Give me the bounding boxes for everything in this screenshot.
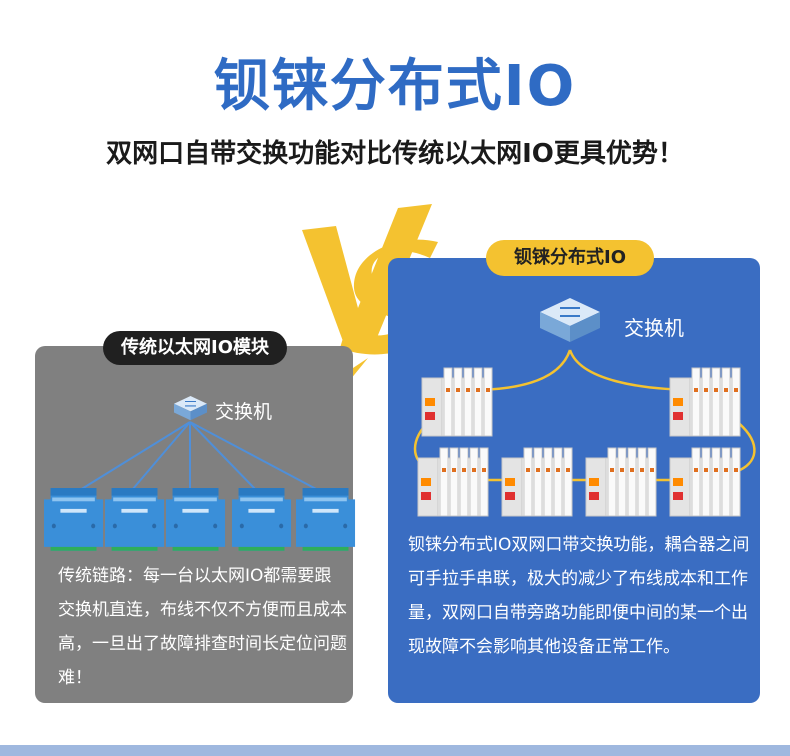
- bottom-bar: [0, 745, 790, 756]
- traditional-io-description: 传统链路：每一台以太网IO都需要跟交换机直连，布线不仅不方便而且成本高，一旦出了…: [58, 566, 347, 688]
- page-title: 钡铼分布式IO: [213, 54, 577, 119]
- distributed-io-description: 钡铼分布式IO双网口带交换功能，耦合器之间可手拉手串联，极大的减少了布线成本和工…: [408, 535, 750, 657]
- left-switch-label: 交换机: [215, 401, 273, 423]
- right-switch-label: 交换机: [624, 316, 684, 340]
- traditional-io-tab: 传统以太网IO模块: [103, 331, 287, 365]
- page-subtitle: 双网口自带交换功能对比传统以太网IO更具优势！: [106, 139, 684, 169]
- distributed-io-tab: 钡铼分布式IO: [486, 240, 654, 276]
